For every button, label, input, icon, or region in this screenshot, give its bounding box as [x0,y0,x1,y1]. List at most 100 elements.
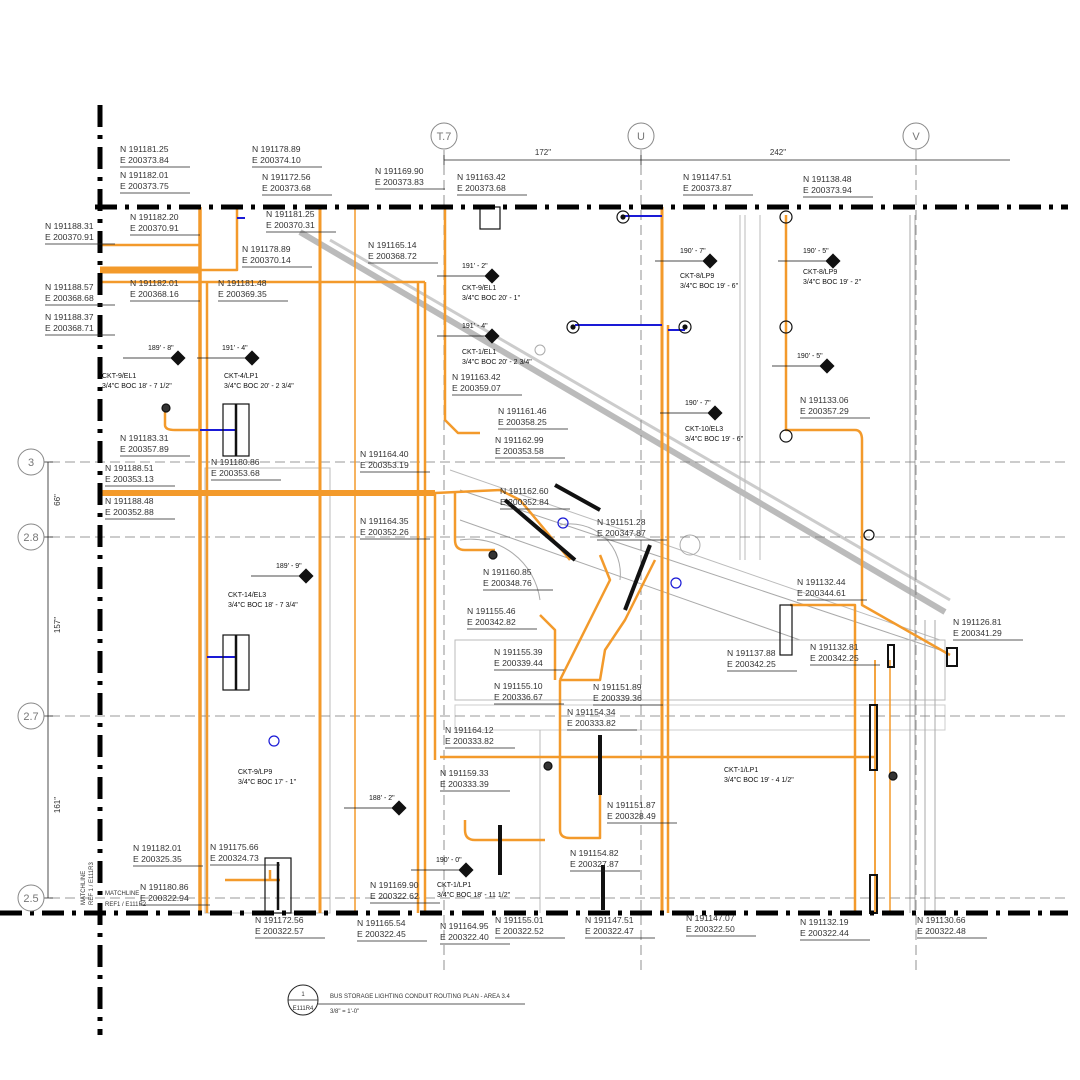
easting-label: E 200373.68 [457,183,506,193]
easting-label: E 200373.75 [120,181,169,191]
easting-label: E 200357.29 [800,406,849,416]
easting-label: E 200348.76 [483,578,532,588]
northing-label: N 191188.51 [105,463,154,473]
northing-label: N 191164.95 [440,921,489,931]
northing-label: N 191181.25 [266,209,315,219]
northing-label: N 191188.57 [45,282,94,292]
grid-bubble-label: 2.7 [23,711,38,723]
dimension-label: 157" [53,617,62,633]
elevation-target-icon [437,328,500,344]
grid-lines [50,150,1065,970]
blue-branch-circuits [200,215,685,658]
northing-label: N 191163.42 [452,372,501,382]
easting-label: E 200368.16 [130,289,179,299]
easting-label: E 200339.36 [593,693,642,703]
easting-label: E 200353.58 [495,446,544,456]
easting-label: E 200370.91 [45,232,94,242]
northing-label: N 191151.87 [607,800,656,810]
circuit-label: CKT-9/LP9 [238,769,272,776]
northing-label: N 191155.01 [495,915,544,925]
easting-label: E 200358.25 [498,417,547,427]
dimension-lines [43,155,1010,899]
matchline-label: MATCHLINE [105,891,139,897]
grid-bubble-label: U [637,131,645,143]
circuit-label: CKT-9/EL1 [102,373,136,380]
grid-bubble [17,702,45,730]
elevation-label: 190' - 5" [803,248,829,255]
circuit-label: CKT-4/LP1 [224,373,258,380]
elevation-target-icon [411,862,474,878]
northing-label: N 191172.56 [262,172,311,182]
matchlines [0,105,1068,1035]
easting-label: E 200322.47 [585,926,634,936]
easting-label: E 200342.25 [727,659,776,669]
elevation-label: 188' - 2" [369,795,395,802]
northing-label: N 191155.10 [494,681,543,691]
northing-label: N 191130.66 [917,915,966,925]
elevation-target-icon [660,405,723,421]
easting-label: E 200344.61 [797,588,846,598]
circuit-label: CKT-8/LP9 [680,273,714,280]
easting-label: E 200342.25 [810,653,859,663]
dimension-label: 172" [535,148,551,157]
easting-label: E 200373.87 [683,183,732,193]
northing-label: N 191164.35 [360,516,409,526]
northing-label: N 191154.34 [567,707,616,717]
easting-label: E 200341.29 [953,628,1002,638]
northing-label: N 191183.31 [120,433,169,443]
easting-label: E 200370.31 [266,220,315,230]
circuit-label: CKT-1/LP1 [437,882,471,889]
northing-label: N 191132.19 [800,917,849,927]
northing-label: N 191151.28 [597,517,646,527]
easting-label: E 200357.89 [120,444,169,454]
easting-label: E 200322.44 [800,928,849,938]
northing-label: N 191178.89 [252,144,301,154]
elevation-label: 189' - 9" [276,563,302,570]
easting-label: E 200342.82 [467,617,516,627]
northing-label: N 191181.48 [218,278,267,288]
easting-label: E 200368.71 [45,323,94,333]
conduit-size-label: 3/4"C BOC 19' - 6" [680,283,739,290]
drawing-title: BUS STORAGE LIGHTING CONDUIT ROUTING PLA… [330,994,510,1000]
easting-label: E 200322.40 [440,932,489,942]
easting-label: E 200374.10 [252,155,301,165]
easting-label: E 200322.62 [370,891,419,901]
circuit-label: CKT-1/EL1 [462,349,496,356]
easting-label: E 200359.07 [452,383,501,393]
easting-label: E 200328.49 [607,811,656,821]
circuit-label: CKT-14/EL3 [228,592,266,599]
grid-bubble [627,122,655,150]
easting-label: E 200353.19 [360,460,409,470]
circuit-label: CKT-1/LP1 [724,767,758,774]
elevation-target-icon [655,253,718,269]
elevation-label: 189' - 8" [148,345,174,352]
northing-label: N 191169.90 [375,166,424,176]
elevation-label: 191' - 4" [222,345,248,352]
easting-label: E 200327.87 [570,859,619,869]
northing-label: N 191165.14 [368,240,417,250]
northing-label: N 191162.60 [500,486,549,496]
conduit-size-label: 3/4"C BOC 18' - 11 1/2" [437,892,511,899]
easting-label: E 200324.73 [210,853,259,863]
easting-label: E 200322.52 [495,926,544,936]
northing-label: N 191147.07 [686,913,735,923]
northing-label: N 191132.44 [797,577,846,587]
northing-label: N 191180.86 [211,457,260,467]
easting-label: E 200373.94 [803,185,852,195]
northing-label: N 191182.01 [133,843,182,853]
conduit-size-label: 3/4"C BOC 18' - 7 1/2" [102,383,172,390]
northing-label: N 191172.56 [255,915,304,925]
circuit-label: CKT-9/EL1 [462,285,496,292]
dimension-label: 242" [770,148,786,157]
northing-label: N 191165.54 [357,918,406,928]
northing-label: N 191160.85 [483,567,532,577]
easting-label: E 200322.45 [357,929,406,939]
elevation-target-icon [197,350,260,366]
elevation-target-icon [778,253,841,269]
dimension-label: 161" [53,797,62,813]
northing-label: N 191178.89 [242,244,291,254]
northing-label: N 191182.01 [130,278,179,288]
